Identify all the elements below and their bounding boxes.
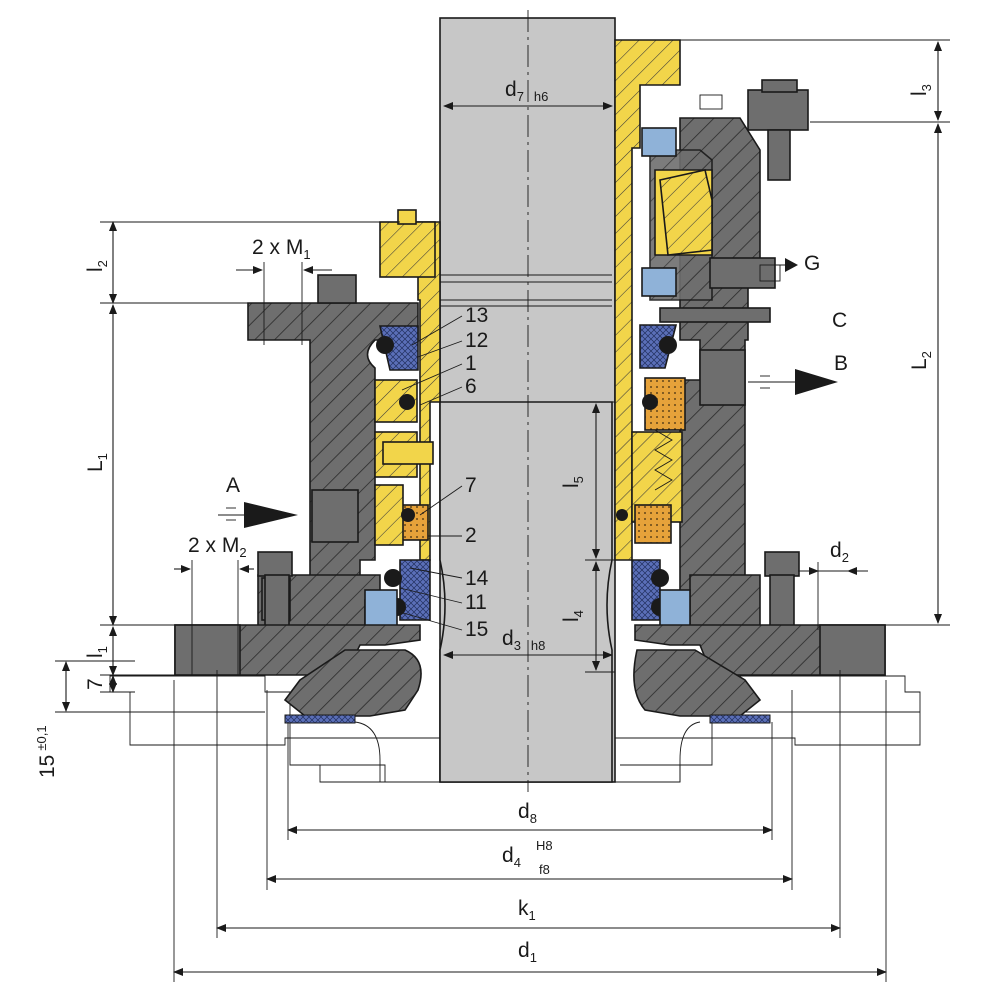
dim-k1: k1 — [518, 897, 536, 923]
dim-d2: d2 — [830, 539, 849, 565]
part-7: 7 — [465, 474, 477, 497]
port-b-arrow — [748, 369, 838, 395]
port-labels: A B C G — [226, 252, 848, 497]
part-2: 2 — [465, 524, 477, 547]
port-c-label: C — [832, 309, 847, 332]
part-11: 11 — [465, 591, 487, 614]
part-1: 1 — [465, 352, 477, 375]
part-number-labels: 13 12 1 6 7 2 14 11 15 — [465, 304, 489, 641]
dim-l2: l2 — [84, 260, 110, 272]
port-b-label: B — [834, 352, 848, 375]
dim-15: 15±0,1 — [34, 725, 59, 778]
bearing — [641, 94, 723, 297]
seal-rings — [364, 324, 691, 636]
dim-l3: l3 — [908, 84, 934, 96]
port-a-label: A — [226, 474, 240, 497]
dim-L1: L1 — [84, 453, 110, 472]
dim-d1: d1 — [518, 939, 537, 965]
dim-l5: l5 — [560, 476, 586, 488]
dimension-lines — [55, 39, 950, 982]
part-15: 15 — [465, 618, 488, 641]
flange-plate — [174, 624, 886, 782]
dim-d4-tol-lower: f8 — [539, 862, 550, 877]
dim-7: 7 — [84, 678, 107, 690]
port-g-arrow — [775, 258, 798, 272]
dim-d8: d8 — [518, 800, 537, 826]
thread-m1: 2 x M1 — [252, 236, 311, 262]
part-14: 14 — [465, 567, 489, 590]
dim-l4: l4 — [560, 610, 586, 622]
part-leaders — [399, 315, 463, 631]
dim-d4-tol-upper: H8 — [536, 838, 553, 853]
dim-d4: d4 — [502, 844, 521, 870]
part-12: 12 — [465, 329, 488, 352]
port-a-arrow — [218, 502, 298, 528]
part-6: 6 — [465, 375, 477, 398]
port-g-label: G — [804, 252, 820, 275]
thread-m2: 2 x M2 — [188, 534, 247, 560]
part-13: 13 — [465, 304, 488, 327]
dim-L2: L2 — [908, 351, 934, 370]
shaft — [439, 10, 616, 792]
dim-l1: l1 — [84, 646, 110, 658]
shaft-sleeve — [379, 39, 681, 561]
bolts — [257, 79, 809, 666]
